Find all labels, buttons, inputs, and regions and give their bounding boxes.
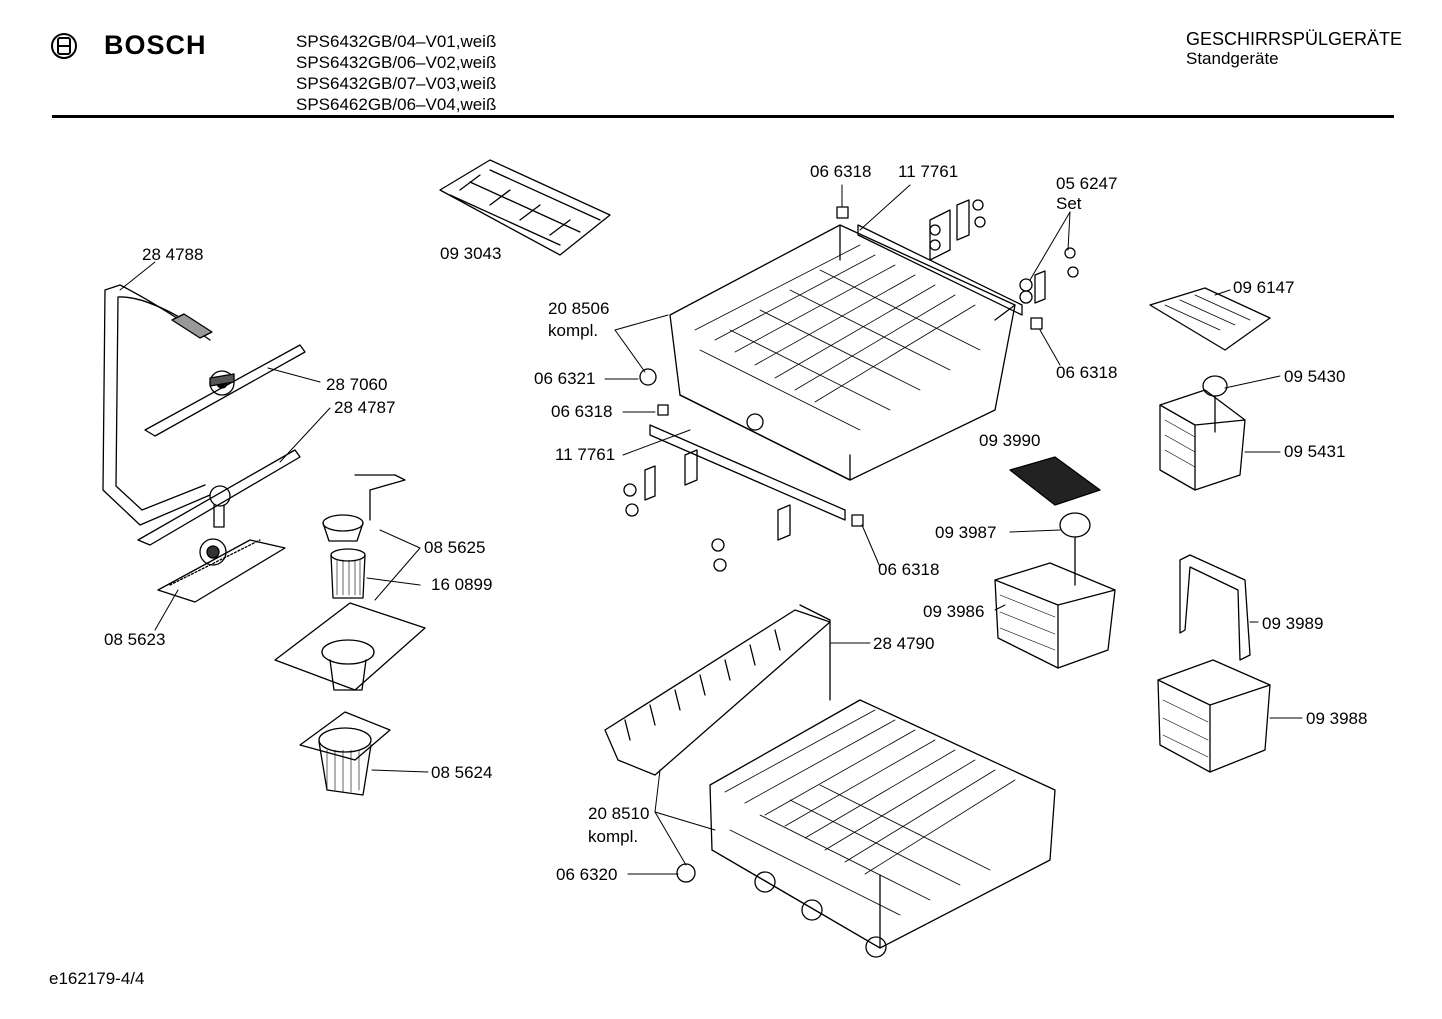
category-subtitle: Standgeräte <box>1186 49 1279 68</box>
micro-filter-drawing <box>299 711 391 796</box>
spray-arm-holder-drawing <box>157 538 286 603</box>
part-label: 09 3043 <box>440 244 501 263</box>
part-label: 09 3990 <box>979 431 1040 450</box>
header-divider <box>52 115 1394 118</box>
part-label: 09 5431 <box>1284 442 1345 461</box>
bosch-armature-icon <box>51 32 77 59</box>
plate-rack-drawing <box>604 604 831 776</box>
lower-spray-arm-drawing <box>137 449 301 546</box>
basket-handle-drawing <box>1179 554 1251 661</box>
part-label: 28 4787 <box>334 398 395 417</box>
glass-holder-insert-drawing <box>1009 456 1101 506</box>
part-label: 06 6320 <box>556 865 617 884</box>
model-line: SPS6462GB/06–V04,weiß <box>296 95 497 114</box>
model-list: SPS6432GB/04–V01,weiß SPS6432GB/06–V02,w… <box>296 31 496 115</box>
part-label: 08 5624 <box>431 763 492 782</box>
part-label: 06 6318 <box>878 560 939 579</box>
part-label: 08 5625 <box>424 538 485 557</box>
part-label: 11 7761 <box>898 162 958 181</box>
cutlery-basket-medium-drawing <box>1157 659 1271 773</box>
part-label: 09 3986 <box>923 602 984 621</box>
rail-clip-parts-drawing <box>623 199 1079 572</box>
filter-cylinder-drawing <box>330 548 366 599</box>
brand-logo: BOSCH <box>50 30 207 61</box>
category-block: GESCHIRRSPÜLGERÄTE Standgeräte <box>1186 29 1403 69</box>
model-line: SPS6432GB/04–V01,weiß <box>296 32 497 51</box>
cutlery-basket-large-drawing <box>1159 375 1246 491</box>
part-label: 20 8510 <box>588 804 649 823</box>
cutlery-rack-insert-drawing <box>439 159 611 256</box>
part-label: 05 6247 <box>1056 174 1117 193</box>
model-line: SPS6432GB/06–V02,weiß <box>296 53 497 72</box>
part-label: 06 6318 <box>1056 363 1117 382</box>
part-label: 28 4788 <box>142 245 203 264</box>
document-id: e162179-4/4 <box>49 969 145 988</box>
filter-top-drawing <box>322 474 406 542</box>
category-title: GESCHIRRSPÜLGERÄTE <box>1186 29 1403 49</box>
part-label: 11 7761 <box>555 445 615 464</box>
part-label: 09 3989 <box>1262 614 1323 633</box>
model-line: SPS6432GB/07–V03,weiß <box>296 74 497 93</box>
part-labels: 28 4788 28 7060 28 4787 08 5625 16 0899 … <box>104 162 1367 884</box>
part-label: 06 6321 <box>534 369 595 388</box>
part-label: 28 4790 <box>873 634 934 653</box>
part-label: 20 8506 <box>548 299 609 318</box>
part-label: kompl. <box>588 827 638 846</box>
fine-filter-plate-drawing <box>274 602 426 691</box>
brand-name: BOSCH <box>104 30 207 60</box>
part-label: 16 0899 <box>431 575 492 594</box>
part-label: 28 7060 <box>326 375 387 394</box>
part-label: 06 6318 <box>810 162 871 181</box>
lower-basket-drawing <box>676 699 1056 958</box>
upper-basket-drawing <box>669 224 1016 481</box>
upper-spray-arm-drawing <box>144 344 306 437</box>
cutlery-basket-small-drawing <box>994 512 1116 669</box>
cutlery-basket-lid-drawing <box>1149 287 1271 351</box>
part-label: kompl. <box>548 321 598 340</box>
part-label: 09 3987 <box>935 523 996 542</box>
part-label: Set <box>1056 194 1082 213</box>
part-label: 09 6147 <box>1233 278 1294 297</box>
supply-pipe-drawing <box>102 284 213 526</box>
part-label: 06 6318 <box>551 402 612 421</box>
part-label: 08 5623 <box>104 630 165 649</box>
upper-basket-rails-drawing <box>649 224 1023 521</box>
part-label: 09 5430 <box>1284 367 1345 386</box>
part-label: 09 3988 <box>1306 709 1367 728</box>
leader-lines <box>119 184 1303 875</box>
